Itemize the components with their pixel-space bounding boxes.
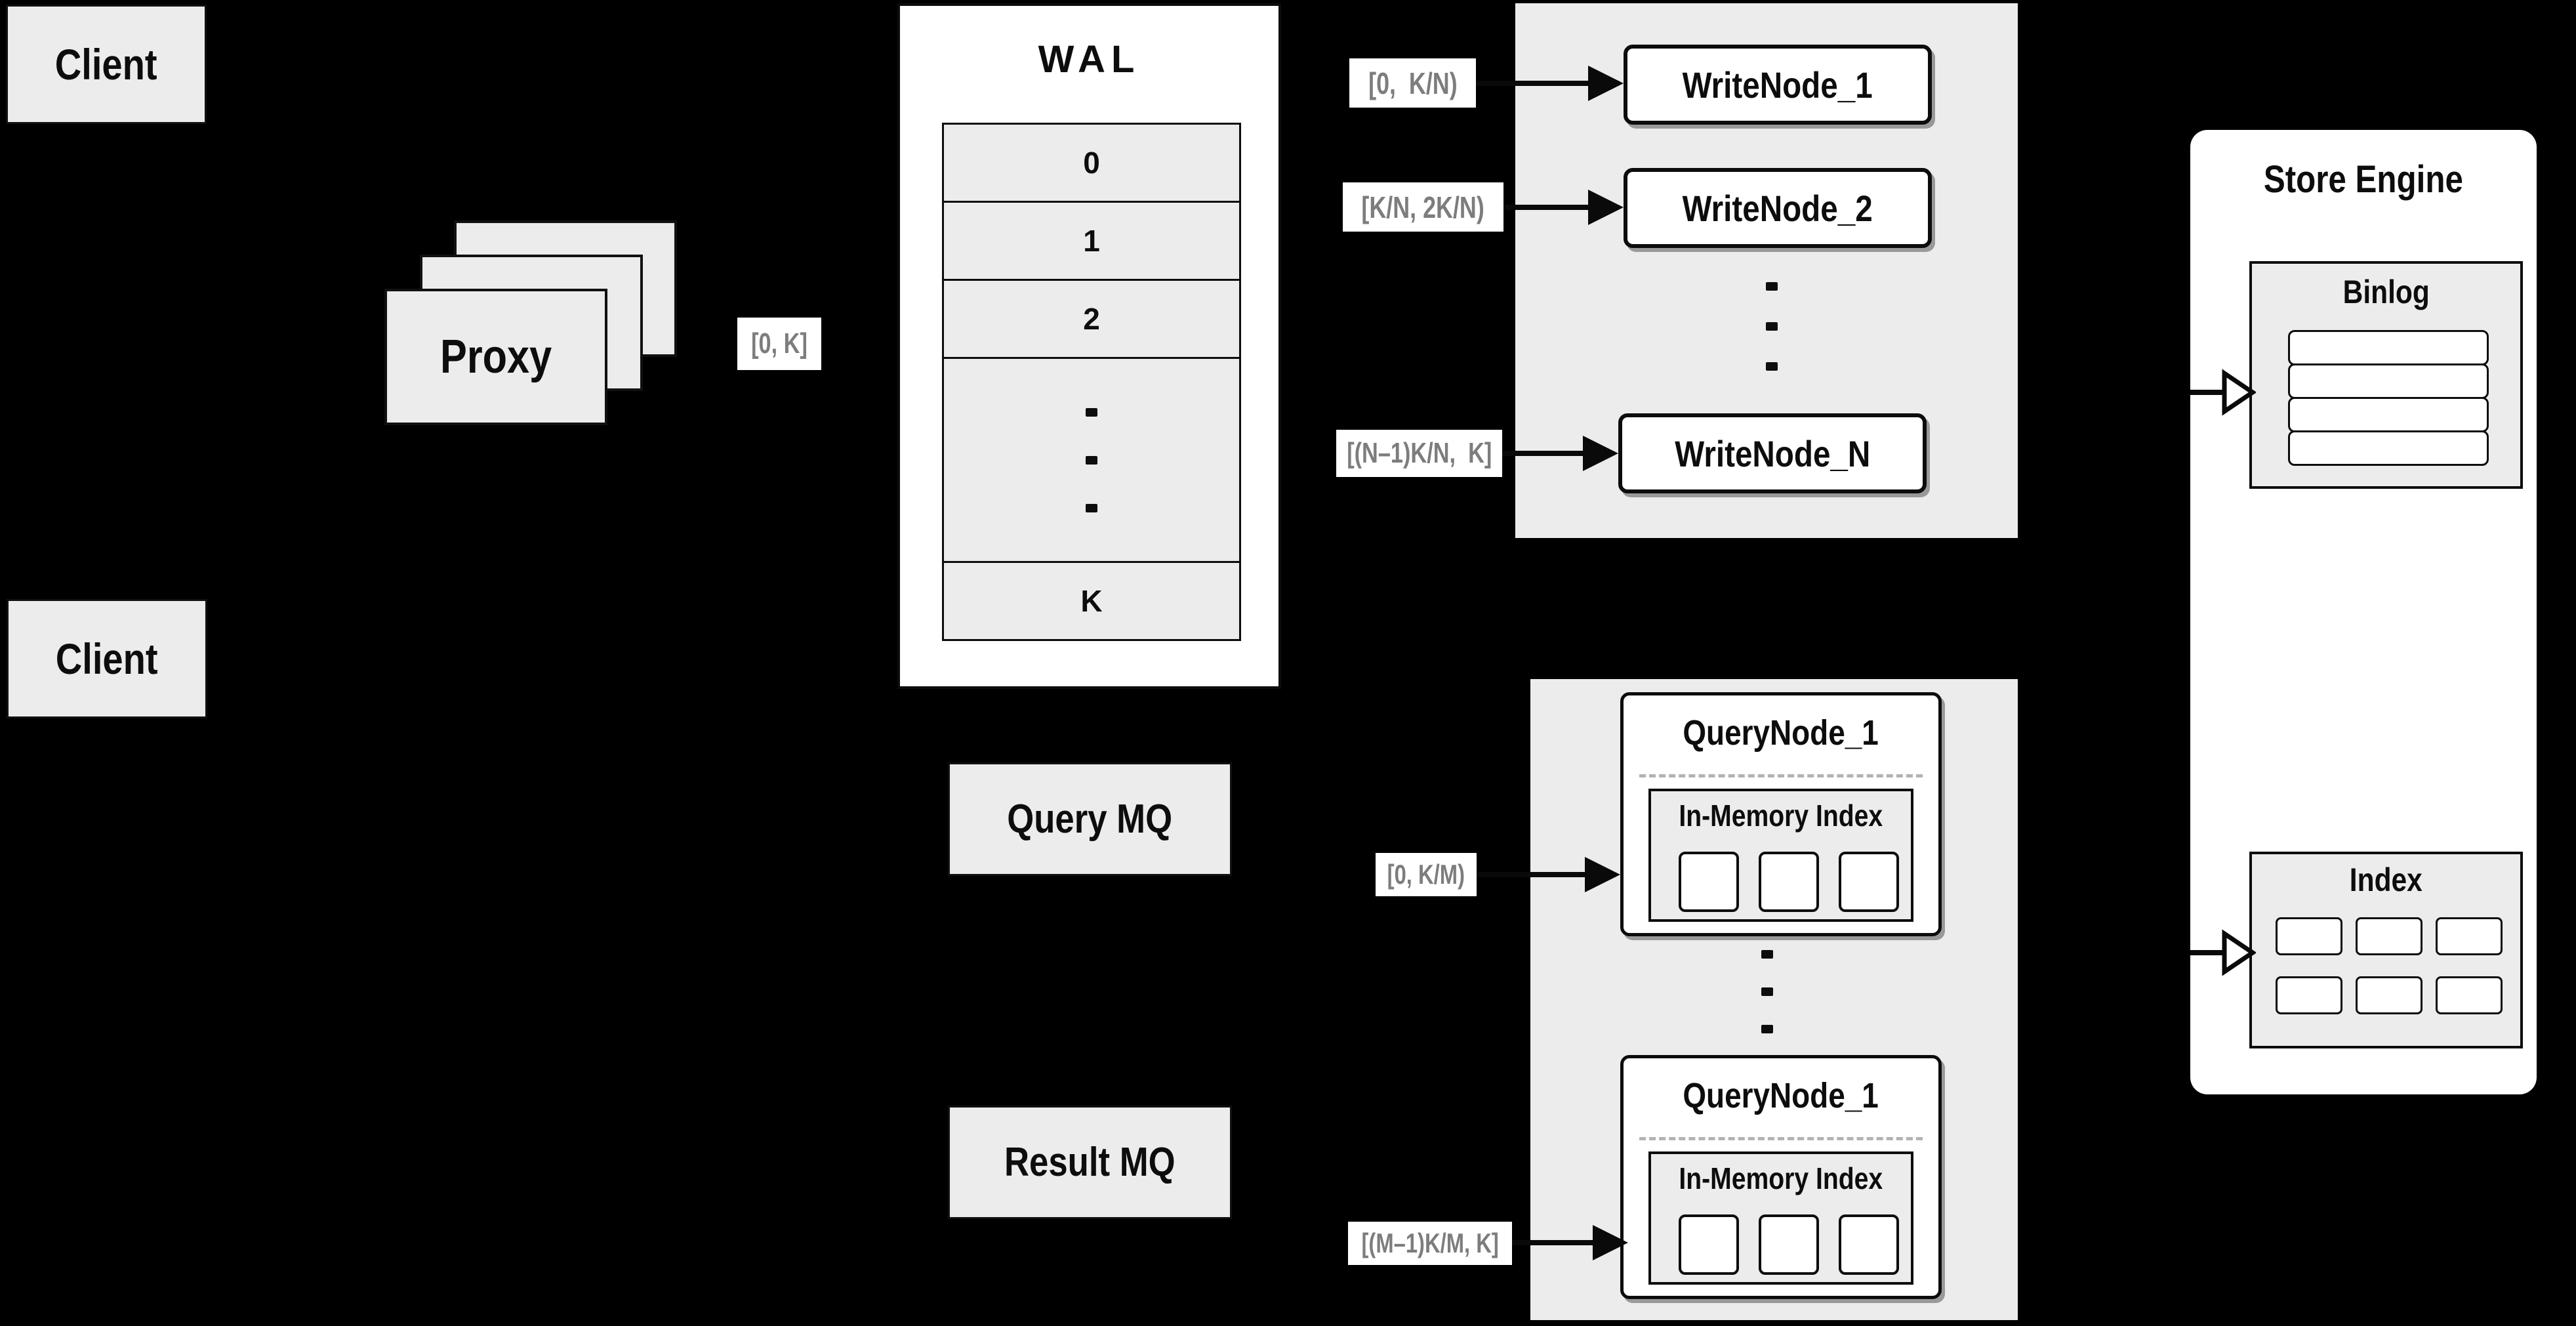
binlog-row bbox=[2288, 430, 2489, 466]
write-node-1-box: WriteNode_1 bbox=[1624, 45, 1932, 125]
index-cell bbox=[2436, 976, 2503, 1014]
wal-row-0: 0 bbox=[942, 123, 1241, 203]
index-title: Index bbox=[2349, 861, 2423, 898]
client-top-box: Client bbox=[6, 5, 207, 124]
in-memory-index-bottom-box: In-Memory Index bbox=[1648, 1151, 1913, 1285]
binlog-title-wrap: Binlog bbox=[2252, 273, 2520, 311]
range-label-write-1: [0, K/N) bbox=[1349, 58, 1476, 108]
write-node-n-label: WriteNode_N bbox=[1674, 432, 1870, 474]
write-node-1-label: WriteNode_1 bbox=[1682, 64, 1873, 106]
query-node-top-dashed-line bbox=[1639, 774, 1923, 777]
arrow-write-2-shaft bbox=[1503, 205, 1588, 210]
binlog-row bbox=[2288, 363, 2489, 399]
arrow-binlog-hollow bbox=[2190, 369, 2256, 416]
in-memory-index-bottom-segments bbox=[1679, 1214, 1899, 1275]
range-label-proxy-wal: [0, K] bbox=[737, 318, 821, 370]
write-node-ellipsis bbox=[1766, 282, 1778, 371]
query-node-bottom-label: QueryNode_1 bbox=[1683, 1076, 1879, 1115]
range-label-write-2: [K/N, 2K/N) bbox=[1343, 182, 1503, 232]
client-top-label: Client bbox=[55, 40, 157, 89]
wal-row-2: 2 bbox=[942, 279, 1241, 359]
store-engine-title: Store Engine bbox=[2263, 158, 2464, 201]
query-node-bottom-box: QueryNode_1 In-Memory Index bbox=[1620, 1055, 1942, 1299]
result-mq-box: Result MQ bbox=[948, 1106, 1232, 1219]
query-node-top-title-wrap: QueryNode_1 bbox=[1624, 713, 1938, 753]
query-node-top-label: QueryNode_1 bbox=[1683, 713, 1879, 753]
in-memory-index-bottom-title-wrap: In-Memory Index bbox=[1651, 1161, 1911, 1196]
write-node-2-box: WriteNode_2 bbox=[1624, 168, 1932, 248]
index-cell bbox=[2276, 976, 2342, 1014]
result-mq-label: Result MQ bbox=[1004, 1140, 1176, 1185]
wal-title-wrap: WAL bbox=[900, 37, 1278, 81]
arrow-query-m-head bbox=[1593, 1225, 1628, 1260]
proxy-card-front: Proxy bbox=[384, 289, 607, 425]
wal-dot-3 bbox=[1086, 503, 1097, 512]
index-cell bbox=[2436, 917, 2503, 955]
binlog-title: Binlog bbox=[2342, 274, 2430, 310]
wal-table: 0 1 2 K bbox=[942, 123, 1241, 641]
arrow-index-hollow bbox=[2190, 929, 2256, 976]
arrow-query-1-head bbox=[1585, 857, 1620, 892]
arrow-query-m-shaft bbox=[1512, 1240, 1593, 1245]
arrow-write-1-head bbox=[1588, 66, 1624, 101]
segment-cell bbox=[1759, 1214, 1819, 1275]
binlog-box: Binlog bbox=[2249, 261, 2523, 489]
index-cell bbox=[2276, 917, 2342, 955]
wal-row-ellipsis bbox=[942, 357, 1241, 563]
in-memory-index-top-title-wrap: In-Memory Index bbox=[1651, 798, 1911, 833]
in-memory-index-bottom-label: In-Memory Index bbox=[1679, 1161, 1883, 1195]
client-bottom-box: Client bbox=[7, 599, 207, 718]
index-cell bbox=[2356, 976, 2423, 1014]
range-label-query-m: [(M–1)K/M, K] bbox=[1348, 1222, 1512, 1265]
index-cells bbox=[2276, 917, 2503, 1014]
write-node-2-label: WriteNode_2 bbox=[1682, 187, 1873, 229]
wal-row-1: 1 bbox=[942, 201, 1241, 281]
arrow-query-1-shaft bbox=[1477, 872, 1585, 877]
arrow-write-n-shaft bbox=[1502, 451, 1583, 456]
write-node-n-box: WriteNode_N bbox=[1618, 413, 1927, 493]
query-mq-label: Query MQ bbox=[1007, 797, 1173, 842]
wal-panel: WAL 0 1 2 K bbox=[897, 3, 1281, 689]
in-memory-index-top-box: In-Memory Index bbox=[1648, 789, 1913, 922]
index-box: Index bbox=[2249, 852, 2523, 1048]
query-node-bottom-title-wrap: QueryNode_1 bbox=[1624, 1075, 1938, 1116]
wal-row-k: K bbox=[942, 561, 1241, 641]
query-node-top-box: QueryNode_1 In-Memory Index bbox=[1620, 692, 1942, 936]
segment-cell bbox=[1839, 1214, 1899, 1275]
proxy-label: Proxy bbox=[440, 331, 552, 383]
wal-dot-2 bbox=[1086, 455, 1097, 465]
index-title-wrap: Index bbox=[2252, 861, 2520, 899]
arrow-write-n-head bbox=[1583, 436, 1618, 471]
segment-cell bbox=[1839, 852, 1899, 912]
wal-dot-1 bbox=[1086, 407, 1097, 417]
range-label-query-1: [0, K/M) bbox=[1376, 853, 1477, 896]
arrow-write-1-shaft bbox=[1476, 81, 1588, 86]
query-node-bottom-dashed-line bbox=[1639, 1137, 1923, 1140]
query-node-ellipsis bbox=[1761, 950, 1773, 1033]
client-bottom-label: Client bbox=[56, 634, 158, 683]
segment-cell bbox=[1679, 1214, 1739, 1275]
query-mq-box: Query MQ bbox=[948, 762, 1232, 876]
arrow-write-2-head bbox=[1588, 190, 1624, 225]
wal-title: WAL bbox=[1038, 38, 1141, 81]
binlog-row bbox=[2288, 330, 2489, 365]
binlog-row bbox=[2288, 397, 2489, 432]
segment-cell bbox=[1759, 852, 1819, 912]
range-label-write-n: [(N–1)K/N, K] bbox=[1336, 430, 1502, 477]
store-engine-title-wrap: Store Engine bbox=[2190, 157, 2537, 201]
query-node-panel: QueryNode_1 In-Memory Index bbox=[1530, 679, 2018, 1320]
segment-cell bbox=[1679, 852, 1739, 912]
index-cell bbox=[2356, 917, 2423, 955]
binlog-rows bbox=[2288, 330, 2489, 466]
store-engine-panel: Store Engine Binlog Index bbox=[2190, 130, 2537, 1094]
in-memory-index-top-label: In-Memory Index bbox=[1679, 798, 1883, 833]
in-memory-index-top-segments bbox=[1679, 852, 1899, 912]
